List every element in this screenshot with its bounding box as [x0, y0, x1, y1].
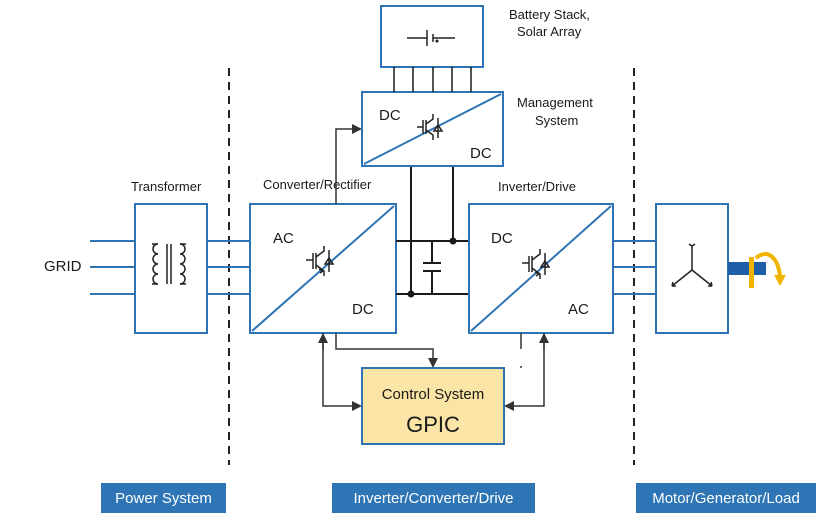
- inverter-control-arrow: [504, 333, 545, 411]
- converter-rectifier-label: Converter/Rectifier: [263, 177, 372, 192]
- dcdc-diagonal: [363, 93, 502, 165]
- motor-shaft: [728, 262, 766, 275]
- motor-winding-icon: [671, 243, 713, 287]
- battery-to-dcdc-lines: [393, 67, 472, 92]
- transformer-label: Transformer: [131, 179, 202, 194]
- grid-lines: [90, 240, 135, 295]
- section-bar-motor: [636, 483, 816, 513]
- management-label-line1: Management: [517, 95, 593, 110]
- dcdc-igbt-icon: [417, 114, 444, 140]
- converter-igbt-icon: [306, 246, 335, 276]
- section-label-motor: Motor/Generator/Load: [652, 490, 800, 507]
- control-arrows: [318, 333, 549, 411]
- inverter-igbt-icon: [522, 249, 551, 279]
- converter-to-dcdc-arrow: [335, 124, 362, 204]
- inverter-drive-label: Inverter/Drive: [498, 179, 576, 194]
- battery-icon: [407, 30, 455, 46]
- converter-control-arrow: [322, 333, 362, 411]
- converter-feedback-arrow: [335, 333, 438, 368]
- converter-diagonal: [251, 205, 395, 332]
- dc-bus: [396, 167, 469, 295]
- grid-label: GRID: [44, 258, 82, 275]
- transformer-coil-icon: [152, 243, 186, 285]
- inverter-diagonal: [470, 205, 612, 332]
- inverter-to-motor-lines: [613, 240, 656, 295]
- converter-ac-label: AC: [273, 230, 294, 247]
- control-system-block: [361, 367, 505, 445]
- dc-bus-node-bottom: [407, 290, 415, 298]
- dc-link-capacitor-icon: [423, 262, 441, 272]
- battery-stack-block: [380, 5, 484, 68]
- rotation-arrow-icon: [749, 252, 786, 288]
- inverter-ac-label: AC: [568, 301, 589, 318]
- inverter-dc-label: DC: [491, 230, 513, 247]
- section-label-inverter: Inverter/Converter/Drive: [353, 490, 513, 507]
- section-bar-power: [101, 483, 226, 513]
- battery-label-line2: Solar Array: [517, 24, 582, 39]
- management-label-line2: System: [535, 113, 578, 128]
- section-bar-inverter: [332, 483, 535, 513]
- converter-dc-label: DC: [352, 301, 374, 318]
- dcdc-top-label: DC: [379, 107, 401, 124]
- control-system-name: GPIC: [406, 412, 460, 437]
- dcdc-bottom-label: DC: [470, 145, 492, 162]
- section-label-power: Power System: [115, 490, 212, 507]
- transformer-to-converter-lines: [207, 240, 250, 295]
- battery-label-line1: Battery Stack,: [509, 7, 590, 22]
- dc-bus-node-top: [449, 237, 457, 245]
- control-system-title: Control System: [382, 386, 485, 403]
